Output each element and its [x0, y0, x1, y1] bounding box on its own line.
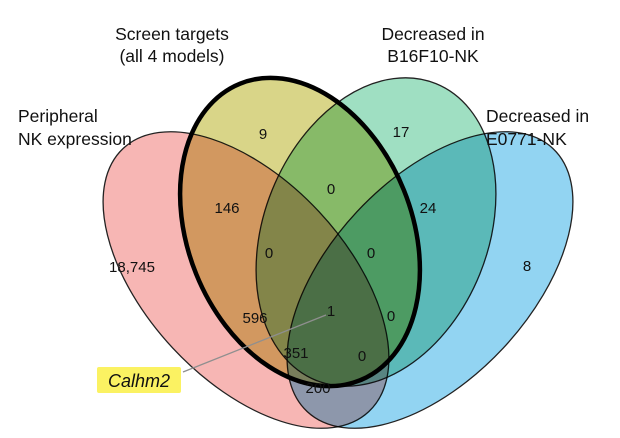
count-screen-b16f10-e0771: 0: [367, 245, 375, 262]
count-peripheral-only: 18,745: [109, 259, 155, 276]
label-peripheral-line2: NK expression: [18, 129, 132, 149]
count-e0771-only: 8: [523, 258, 531, 275]
count-screen-b16f10: 0: [327, 181, 335, 198]
count-screen-e0771: 0: [387, 308, 395, 325]
count-b16f10-only: 17: [393, 124, 410, 141]
calhm2-pointer-line: [182, 314, 327, 373]
label-e0771-line2: E0771-NK: [486, 129, 567, 149]
count-b16f10-e0771: 24: [420, 200, 437, 217]
count-peripheral-b16f10-e0771: 351: [283, 345, 308, 362]
calhm2-label: Calhm2: [108, 371, 170, 391]
set-e0771-ellipse: [286, 131, 574, 429]
count-peripheral-e0771: 200: [305, 380, 330, 397]
count-peripheral-b16f10: 596: [242, 310, 267, 327]
label-screen-targets-line2: (all 4 models): [119, 46, 224, 66]
label-b16f10-line1: Decreased in: [381, 24, 484, 44]
count-peripheral-screen-e0771: 0: [358, 348, 366, 365]
count-peripheral-screen-b16f10: 0: [265, 245, 273, 262]
screen-targets-bold-outline: [177, 75, 423, 389]
label-e0771-line1: Decreased in: [486, 106, 589, 126]
label-peripheral-line1: Peripheral: [18, 106, 98, 126]
count-peripheral-screen: 146: [214, 200, 239, 217]
count-all-four: 1: [327, 303, 335, 320]
calhm2-highlight: [97, 367, 181, 393]
label-b16f10-line2: B16F10-NK: [387, 46, 479, 66]
count-screen-only: 9: [259, 126, 267, 143]
label-screen-targets-line1: Screen targets: [115, 24, 229, 44]
